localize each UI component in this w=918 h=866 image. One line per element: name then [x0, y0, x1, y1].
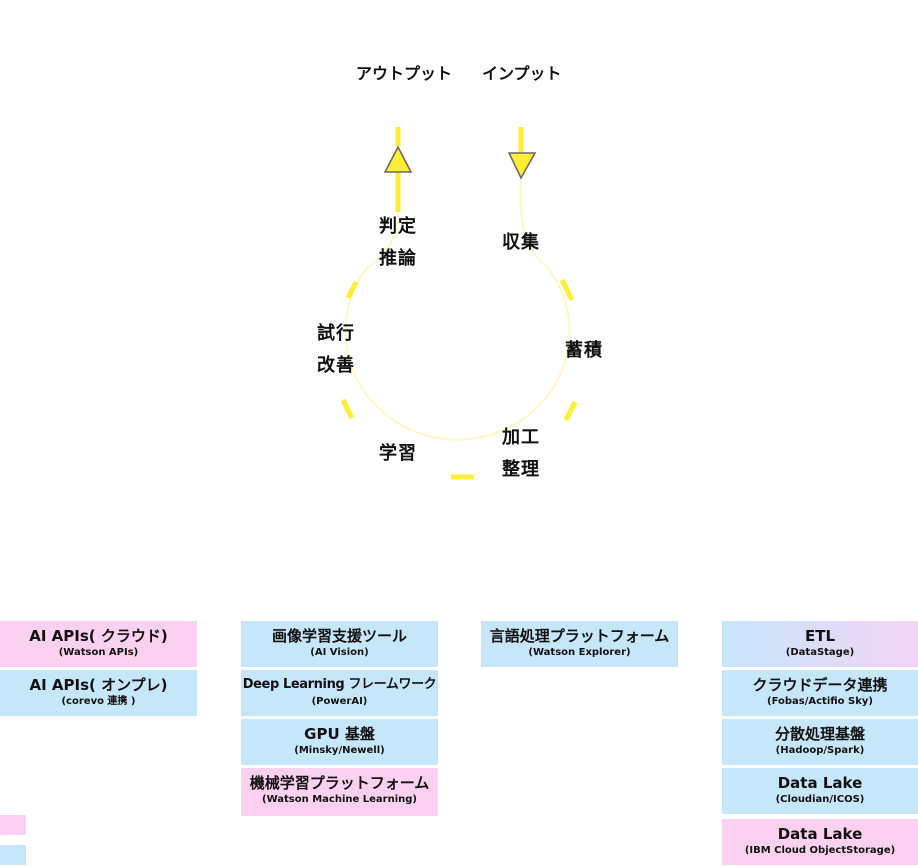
- stage-process: 加工 整理: [502, 422, 540, 486]
- cycle-loop: [344, 175, 571, 441]
- legend-swatch-blue: [0, 845, 26, 865]
- box-subtitle: (Fobas/Actifio Sky): [767, 696, 873, 707]
- box-ai-apis-onprem: AI APIs( オンプレ) (corevo 連携 ): [0, 670, 197, 716]
- stage-process-line1: 加工: [502, 427, 540, 448]
- input-arrow-icon: [507, 127, 537, 180]
- output-arrow-icon: [383, 127, 413, 212]
- stage-learn: 学習: [379, 443, 417, 464]
- box-title: 言語処理プラットフォーム: [489, 627, 670, 645]
- stage-store: 蓄積: [565, 340, 603, 361]
- cycle-diagram: [340, 127, 578, 480]
- stage-judge-line2: 推論: [379, 248, 417, 269]
- input-label: インプット: [482, 64, 562, 83]
- box-title: Data Lake: [777, 774, 863, 792]
- box-subtitle: (DataStage): [785, 647, 855, 658]
- cycle-dash-lower-right: [563, 400, 578, 422]
- box-distributed-platform: 分散処理基盤 (Hadoop/Spark): [722, 719, 918, 765]
- box-title: クラウドデータ連携: [752, 676, 888, 694]
- box-title: Deep Learning フレームワーク: [242, 677, 437, 692]
- box-data-lake-cloudian: Data Lake (Cloudian/ICOS): [722, 768, 918, 814]
- box-title: GPU 基盤: [304, 725, 375, 743]
- stage-trial-line2: 改善: [317, 355, 355, 376]
- box-subtitle: (AI Vision): [310, 647, 369, 658]
- box-gpu-platform: GPU 基盤 (Minsky/Newell): [241, 719, 438, 765]
- box-subtitle: (PowerAI): [311, 696, 368, 707]
- stage-process-line2: 整理: [502, 459, 540, 480]
- output-label: アウトプット: [356, 64, 453, 83]
- legend-swatch-pink: [0, 815, 26, 835]
- stage-judge: 判定 推論: [379, 211, 417, 275]
- box-subtitle: (Watson APIs): [58, 647, 139, 658]
- box-cloud-data-link: クラウドデータ連携 (Fobas/Actifio Sky): [722, 670, 918, 716]
- stage-collect: 収集: [502, 232, 540, 253]
- box-title: AI APIs( クラウド): [29, 627, 168, 645]
- cycle-dash-upper-left: [345, 280, 359, 300]
- box-subtitle: (corevo 連携 ): [61, 696, 136, 707]
- box-language-platform: 言語処理プラットフォーム (Watson Explorer): [481, 621, 678, 667]
- box-title: Data Lake: [777, 825, 863, 843]
- cycle-dash-lower-left: [340, 398, 355, 420]
- stage-judge-line1: 判定: [379, 216, 417, 237]
- box-ai-apis-cloud: AI APIs( クラウド) (Watson APIs): [0, 621, 197, 667]
- box-ml-platform: 機械学習プラットフォーム (Watson Machine Learning): [241, 768, 438, 816]
- box-title: 分散処理基盤: [774, 725, 865, 743]
- box-title: ETL: [804, 627, 836, 645]
- box-title: AI APIs( オンプレ): [29, 676, 168, 694]
- box-subtitle: (Cloudian/ICOS): [775, 794, 865, 805]
- box-subtitle: (IBM Cloud ObjectStorage): [744, 845, 896, 856]
- stage-trial-line1: 試行: [317, 323, 355, 344]
- cycle-dash-upper-right: [559, 278, 575, 302]
- stage-trial: 試行 改善: [317, 318, 355, 382]
- box-subtitle: (Watson Machine Learning): [262, 794, 417, 805]
- box-image-learning-tool: 画像学習支援ツール (AI Vision): [241, 621, 438, 667]
- box-deep-learning-framework: Deep Learning フレームワーク (PowerAI): [241, 670, 438, 716]
- box-title: 機械学習プラットフォーム: [249, 774, 430, 792]
- box-title: 画像学習支援ツール: [271, 627, 407, 645]
- box-data-lake-ibm: Data Lake (IBM Cloud ObjectStorage): [722, 819, 918, 865]
- box-subtitle: (Watson Explorer): [528, 647, 631, 658]
- box-subtitle: (Minsky/Newell): [294, 745, 385, 756]
- box-etl: ETL (DataStage): [722, 621, 918, 667]
- box-subtitle: (Hadoop/Spark): [775, 745, 865, 756]
